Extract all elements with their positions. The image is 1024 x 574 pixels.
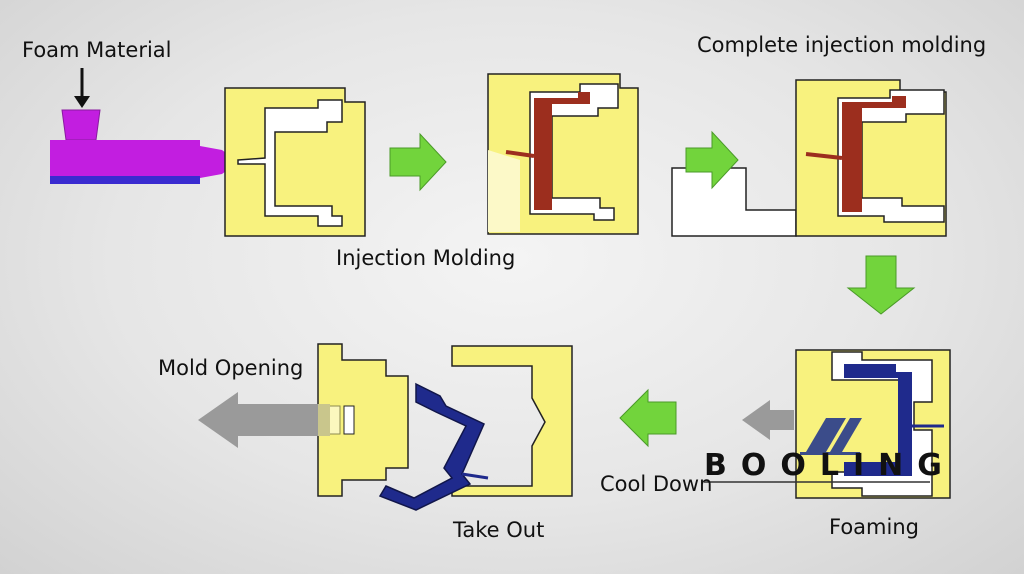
- taken-out-part-navy: [378, 382, 489, 511]
- arrow-down-icon: [846, 255, 916, 315]
- mold-right-half: [451, 345, 573, 497]
- foamed-part-navy: [844, 364, 912, 476]
- arrow-gray-small-icon: [742, 400, 794, 440]
- booling-monogram-icon: [800, 418, 862, 455]
- molded-part-red: [534, 92, 590, 210]
- arrow-1-icon: [389, 132, 447, 192]
- booling-logo-wordmark: BOOLING: [704, 448, 956, 483]
- arrow-left-green-icon: [619, 388, 677, 448]
- injection-molding-label: Injection Molding: [336, 246, 516, 270]
- injector-unit: [50, 68, 238, 184]
- arrow-mold-opening-icon: [198, 392, 330, 448]
- complete-injection-molding-label: Complete injection molding: [697, 33, 987, 57]
- complete-part-red: [842, 96, 906, 212]
- take-out-label: Take Out: [453, 518, 545, 542]
- injector-hopper: [61, 109, 101, 141]
- arrow-2-icon: [671, 130, 797, 237]
- mold-stage-4: [795, 349, 951, 499]
- foam-material-label: Foam Material: [22, 38, 172, 62]
- feed-arrow-head: [74, 96, 90, 108]
- cool-down-label: Cool Down: [600, 472, 713, 496]
- injector-nozzle: [200, 146, 238, 178]
- mold-stage-1: [224, 87, 366, 237]
- mold-stage-2: [487, 73, 639, 235]
- injector-barrel: [50, 140, 200, 178]
- injector-barrel-base: [50, 176, 200, 184]
- foaming-label: Foaming: [829, 515, 919, 539]
- mold-opening-label: Mold Opening: [158, 356, 304, 380]
- mold-stage-3: [795, 79, 947, 237]
